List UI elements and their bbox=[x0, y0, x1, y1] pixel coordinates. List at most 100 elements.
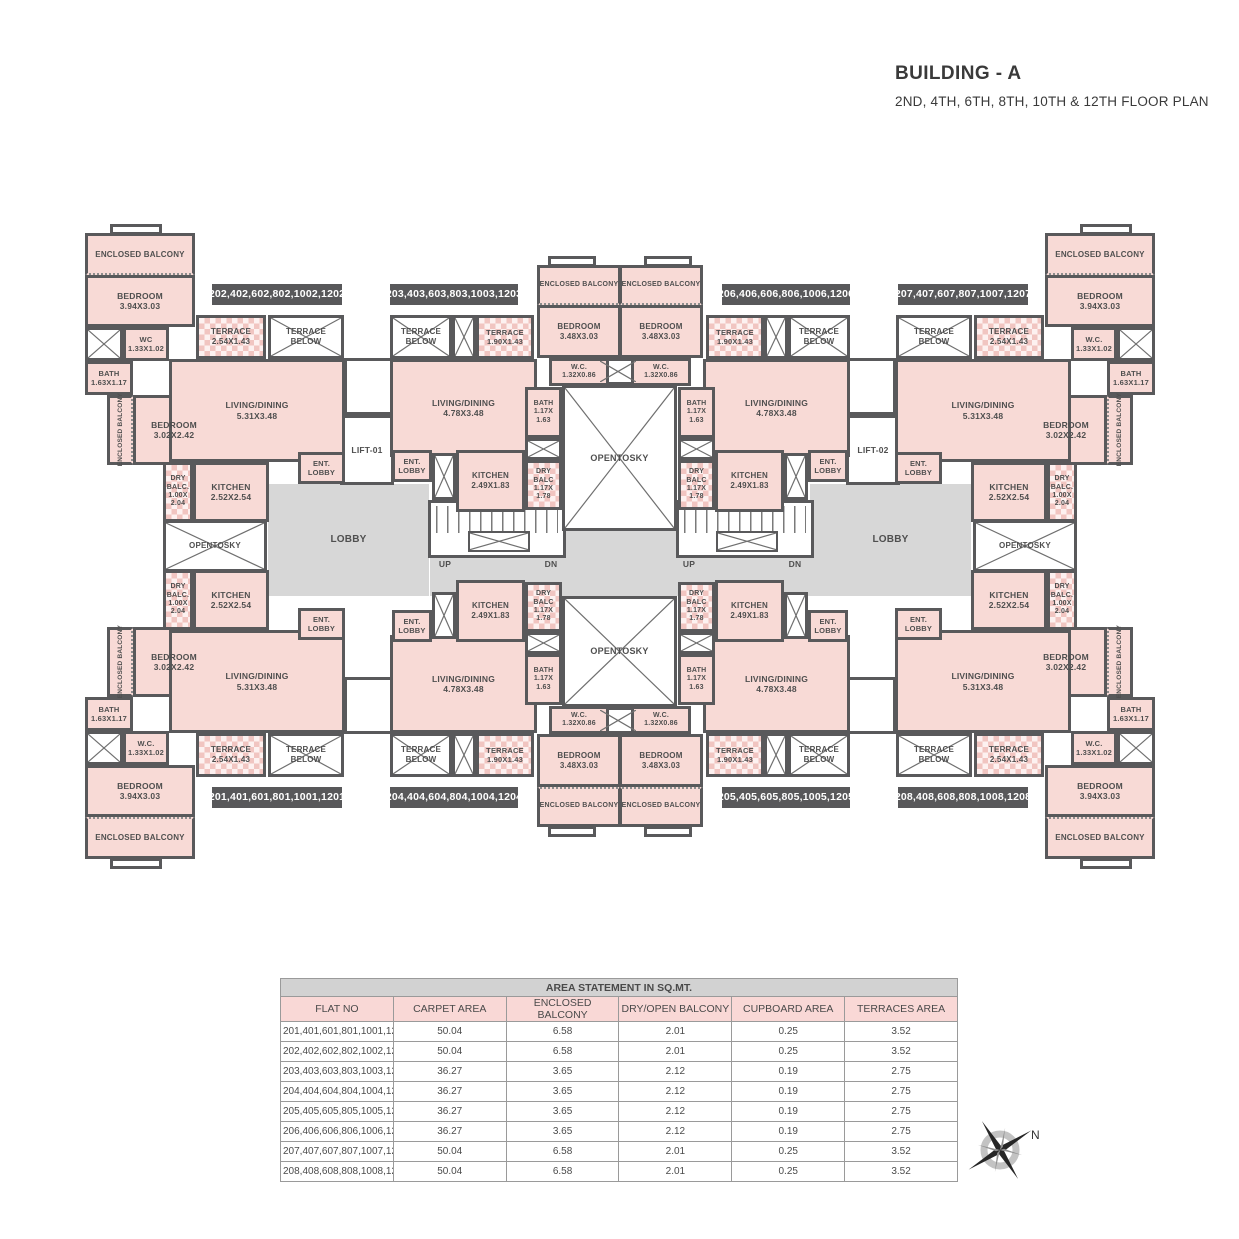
table-cell: 208,408,608,808,1008,1208 bbox=[280, 1161, 394, 1182]
column-header: TERRACES AREA bbox=[844, 996, 958, 1022]
table-row: 202,402,602,802,1002,120250.046.582.010.… bbox=[280, 1041, 958, 1062]
table-cell: 3.65 bbox=[505, 1101, 620, 1122]
entrance-lobby: ENT.LOBBY bbox=[392, 610, 432, 642]
table-cell: 204,404,604,804,1004,1204 bbox=[280, 1081, 394, 1102]
duct bbox=[525, 438, 562, 460]
flat-label-206: 206,406,606,806,1006,1206 bbox=[718, 284, 854, 305]
duct bbox=[432, 592, 456, 639]
table-cell: 207,407,607,807,1007,1207 bbox=[280, 1141, 394, 1162]
enclosed-balcony: ENCLOSED BALCONY bbox=[1045, 233, 1155, 275]
duct bbox=[85, 731, 123, 765]
table-cell: 0.25 bbox=[731, 1161, 846, 1182]
parapet-notch bbox=[110, 858, 162, 869]
wc: W.C.1.33X1.02 bbox=[1071, 327, 1117, 361]
table-cell: 3.52 bbox=[844, 1161, 958, 1182]
shaft bbox=[846, 677, 896, 734]
parapet-notch bbox=[1080, 858, 1132, 869]
lift-01: LIFT-01 bbox=[340, 415, 394, 485]
duct bbox=[1117, 731, 1155, 765]
enclosed-balcony: ENCLOSED BALCONY bbox=[85, 233, 195, 275]
duct bbox=[784, 592, 808, 639]
open-to-sky-top: OPENTOSKY bbox=[562, 385, 677, 531]
table-cell: 2.12 bbox=[618, 1121, 733, 1142]
entrance-lobby: ENT.LOBBY bbox=[298, 452, 345, 484]
wc: W.C.1.32X0.86 bbox=[631, 706, 691, 734]
column-header: ENCLOSED BALCONY bbox=[505, 996, 620, 1022]
table-cell: 3.52 bbox=[844, 1041, 958, 1062]
table-cell: 2.12 bbox=[618, 1101, 733, 1122]
flat-label-202: 202,402,602,802,1002,1202 bbox=[209, 284, 345, 305]
duct bbox=[678, 438, 715, 460]
table-cell: 0.25 bbox=[731, 1141, 846, 1162]
entrance-lobby: ENT.LOBBY bbox=[895, 608, 942, 640]
wc: W.C.1.33X1.02 bbox=[1071, 731, 1117, 765]
table-cell: 202,402,602,802,1002,1202 bbox=[280, 1041, 394, 1062]
table-row: 204,404,604,804,1004,120436.273.652.120.… bbox=[280, 1081, 958, 1102]
enclosed-balcony: ENCLOSED BALCONY bbox=[85, 817, 195, 859]
flat-label-203: 203,403,603,803,1003,1203 bbox=[386, 284, 522, 305]
table-row: 208,408,608,808,1008,120850.046.582.010.… bbox=[280, 1161, 958, 1182]
flat-label-201: 201,401,601,801,1001,1201 bbox=[209, 787, 345, 808]
table-cell: 205,405,605,805,1005,1205 bbox=[280, 1101, 394, 1122]
table-cell: 0.19 bbox=[731, 1121, 846, 1142]
duct bbox=[597, 358, 639, 385]
entrance-lobby: ENT.LOBBY bbox=[392, 450, 432, 482]
enclosed-balcony: ENCLOSED BALCONY bbox=[619, 787, 703, 827]
entrance-lobby: ENT.LOBBY bbox=[808, 450, 848, 482]
wc: W.C.1.32X0.86 bbox=[549, 706, 609, 734]
table-cell: 2.01 bbox=[618, 1041, 733, 1062]
table-cell: 36.27 bbox=[392, 1081, 507, 1102]
table-cell: 0.25 bbox=[731, 1041, 846, 1062]
flat-label-207: 207,407,607,807,1007,1207 bbox=[895, 284, 1031, 305]
table-row: 203,403,603,803,1003,120336.273.652.120.… bbox=[280, 1061, 958, 1082]
parapet-notch bbox=[644, 826, 692, 837]
table-row: 201,401,601,801,1001,120150.046.582.010.… bbox=[280, 1021, 958, 1042]
enclosed-balcony: ENCLOSED BALCONY bbox=[1107, 625, 1133, 699]
lift-02: LIFT-02 bbox=[846, 415, 900, 485]
title-block: BUILDING - A 2ND, 4TH, 6TH, 8TH, 10TH & … bbox=[895, 63, 1209, 109]
duct bbox=[678, 632, 715, 654]
duct bbox=[784, 453, 808, 500]
duct bbox=[597, 707, 639, 734]
entrance-lobby: ENT.LOBBY bbox=[298, 608, 345, 640]
table-cell: 3.52 bbox=[844, 1141, 958, 1162]
table-cell: 2.01 bbox=[618, 1141, 733, 1162]
table-cell: 0.19 bbox=[731, 1081, 846, 1102]
table-cell: 36.27 bbox=[392, 1121, 507, 1142]
table-row: 206,406,606,806,1006,120636.273.652.120.… bbox=[280, 1121, 958, 1142]
table-cell: 3.65 bbox=[505, 1061, 620, 1082]
shaft bbox=[344, 358, 394, 415]
enclosed-balcony: ENCLOSED BALCONY bbox=[1045, 817, 1155, 859]
enclosed-balcony: ENCLOSED BALCONY bbox=[107, 393, 133, 467]
table-cell: 3.65 bbox=[505, 1081, 620, 1102]
shaft bbox=[344, 677, 394, 734]
duct bbox=[85, 327, 123, 361]
table-cell: 6.58 bbox=[505, 1021, 620, 1042]
